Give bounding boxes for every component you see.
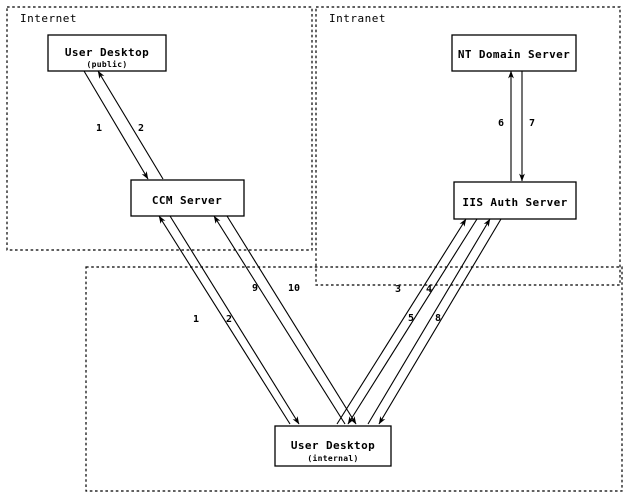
flow-label-domain-7: 7 — [529, 118, 535, 129]
flow-label-public-1: 1 — [96, 123, 102, 134]
flow-label-internal-ccm-2: 2 — [226, 314, 232, 325]
node-iis-auth-server-box[interactable] — [453, 181, 577, 220]
flow-internal-desktop-ccm-b: 9 10 — [213, 215, 357, 425]
flow-arrow-internal-iis-4 — [347, 218, 478, 425]
node-user-desktop-public-box[interactable] — [47, 34, 167, 72]
node-user-desktop-internal[interactable]: User Desktop (internal) — [274, 425, 392, 467]
flow-internal-desktop-iis-a: 3 4 — [336, 218, 478, 425]
node-user-desktop-public-subtitle: (public) — [87, 59, 128, 69]
flow-label-internal-ccm-9: 9 — [252, 283, 258, 294]
node-nt-domain-server-title: NT Domain Server — [458, 48, 570, 61]
flow-arrow-public-2 — [97, 70, 164, 180]
flow-label-domain-6: 6 — [498, 118, 504, 129]
flow-arrow-internal-iis-5 — [367, 218, 491, 425]
node-user-desktop-public[interactable]: User Desktop (public) — [47, 34, 167, 72]
node-user-desktop-internal-subtitle: (internal) — [307, 453, 358, 463]
flow-label-internal-iis-3: 3 — [395, 284, 401, 295]
zone-intranet-label: Intranet — [329, 12, 386, 25]
flow-internal-desktop-ccm-a: 1 2 — [158, 215, 300, 425]
node-ccm-server-title: CCM Server — [152, 194, 222, 207]
node-iis-auth-server-title: IIS Auth Server — [462, 196, 567, 209]
flow-arrow-internal-iis-3 — [336, 218, 467, 425]
flow-label-internal-ccm-10: 10 — [288, 283, 300, 294]
flow-label-public-2: 2 — [138, 123, 144, 134]
zone-internet-boundary — [6, 6, 313, 251]
node-user-desktop-public-title: User Desktop — [65, 46, 149, 59]
node-nt-domain-server-box[interactable] — [451, 34, 577, 72]
zone-internet-label: Internet — [20, 12, 77, 25]
flow-label-internal-iis-4: 4 — [426, 284, 432, 295]
node-iis-auth-server[interactable]: IIS Auth Server — [453, 181, 577, 220]
flow-label-internal-iis-8: 8 — [435, 313, 441, 324]
flow-internal-desktop-iis-b: 5 8 — [367, 218, 502, 425]
flow-iis-ntdomain: 6 7 — [498, 70, 535, 182]
flow-arrow-internal-ccm-2 — [169, 215, 300, 425]
flow-label-internal-iis-5: 5 — [408, 313, 414, 324]
flow-arrow-internal-ccm-10 — [226, 215, 357, 425]
flow-arrow-internal-ccm-1 — [158, 215, 291, 425]
node-ccm-server-box[interactable] — [130, 179, 245, 217]
zone-intranet-boundary — [315, 6, 621, 286]
node-user-desktop-internal-title: User Desktop — [291, 439, 375, 452]
node-user-desktop-internal-box[interactable] — [274, 425, 392, 467]
flow-arrow-internal-ccm-9 — [213, 215, 346, 425]
flow-arrow-public-1 — [83, 70, 149, 180]
node-ccm-server[interactable]: CCM Server — [130, 179, 245, 217]
flow-arrow-internal-iis-8 — [378, 218, 502, 425]
flow-public-desktop-ccm: 1 2 — [83, 70, 164, 180]
flow-label-internal-ccm-1: 1 — [193, 314, 199, 325]
node-nt-domain-server[interactable]: NT Domain Server — [451, 34, 577, 72]
